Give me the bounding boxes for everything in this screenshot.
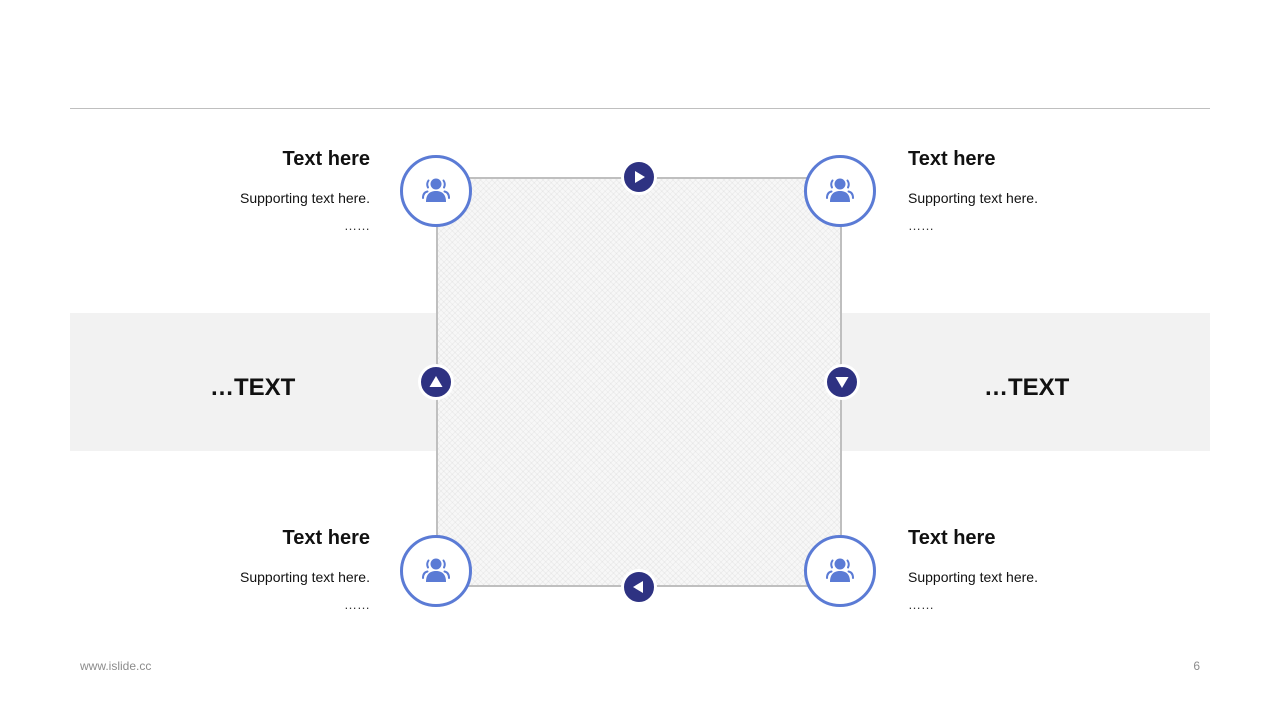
top-right-title: Text here bbox=[908, 148, 996, 170]
play-left-icon bbox=[633, 581, 643, 593]
bottom-right-more: …… bbox=[908, 597, 934, 612]
top-right-body: Supporting text here. bbox=[908, 190, 1038, 206]
top-left-title: Text here bbox=[282, 148, 370, 170]
band-label-right: …TEXT bbox=[984, 374, 1070, 401]
arrow-up-left bbox=[418, 364, 454, 400]
node-bottom-right bbox=[804, 535, 876, 607]
users-icon bbox=[826, 558, 854, 582]
arrow-right-top bbox=[621, 159, 657, 195]
arrow-left-bottom bbox=[621, 569, 657, 605]
footer-website: www.islide.cc bbox=[80, 659, 152, 673]
top-right-more: …… bbox=[908, 218, 934, 233]
band-label-left: …TEXT bbox=[210, 374, 296, 401]
users-icon bbox=[826, 178, 854, 202]
triangle-down-icon bbox=[835, 377, 849, 388]
top-divider bbox=[70, 108, 1210, 109]
node-top-left bbox=[400, 155, 472, 227]
bottom-left-more: …… bbox=[344, 597, 370, 612]
bottom-left-title: Text here bbox=[282, 527, 370, 549]
top-left-more: …… bbox=[344, 218, 370, 233]
users-icon bbox=[422, 558, 450, 582]
bottom-left-body: Supporting text here. bbox=[240, 569, 370, 585]
node-top-right bbox=[804, 155, 876, 227]
bottom-right-title: Text here bbox=[908, 527, 996, 549]
bottom-right-body: Supporting text here. bbox=[908, 569, 1038, 585]
node-bottom-left bbox=[400, 535, 472, 607]
users-icon bbox=[422, 178, 450, 202]
cycle-square bbox=[436, 177, 842, 587]
play-right-icon bbox=[635, 171, 645, 183]
arrow-down-right bbox=[824, 364, 860, 400]
top-left-body: Supporting text here. bbox=[240, 190, 370, 206]
page-number: 6 bbox=[1193, 659, 1200, 673]
triangle-up-icon bbox=[429, 376, 443, 387]
